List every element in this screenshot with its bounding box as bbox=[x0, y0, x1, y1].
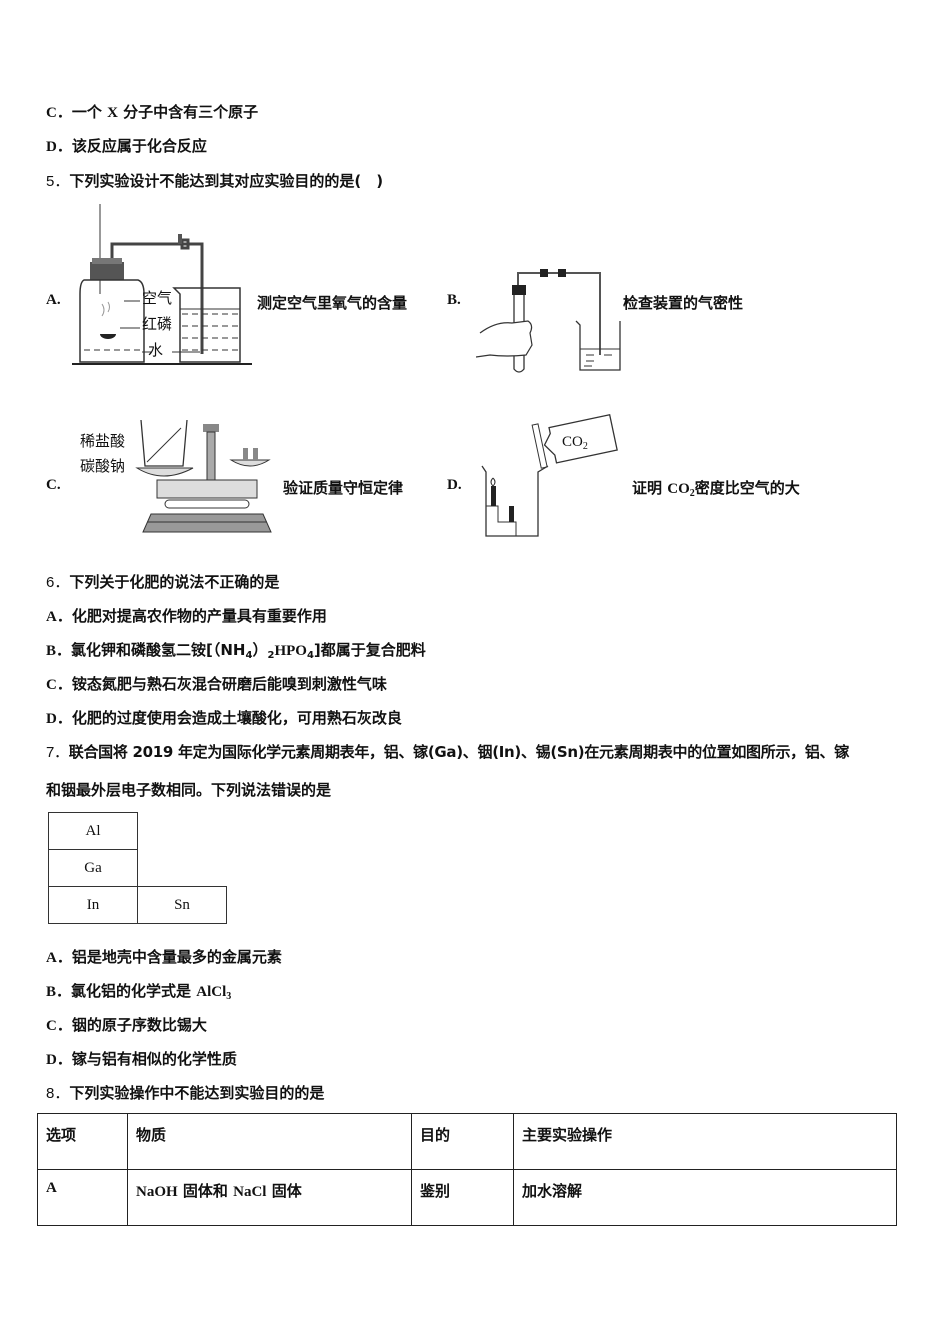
q7-option-c: C．铟的原子序数比锡大 bbox=[46, 1016, 207, 1034]
co2-bottle-label: CO2 bbox=[562, 434, 588, 452]
table-header-row: 选项 物质 目的 主要实验操作 bbox=[37, 1113, 897, 1170]
water-annotation: 水 bbox=[148, 341, 164, 359]
q5-fig-a-caption: 测定空气里氧气的含量 bbox=[257, 294, 408, 312]
q4-option-c: C．一个 X 分子中含有三个原子 bbox=[46, 103, 259, 121]
red-phosphorus-annotation: 红磷 bbox=[142, 315, 173, 333]
q6-stem: 6．下列关于化肥的说法不正确的是 bbox=[46, 573, 280, 591]
airtightness-check-illustration bbox=[476, 269, 621, 373]
air-annotation: 空气 bbox=[142, 289, 173, 307]
header-operation: 主要实验操作 bbox=[513, 1113, 897, 1170]
periodic-table-excerpt: Al Ga In Sn bbox=[48, 812, 227, 924]
element-cell: Al bbox=[48, 812, 138, 850]
element-cell: In bbox=[48, 886, 138, 924]
q7-option-a: A．铝是地壳中含量最多的金属元素 bbox=[46, 948, 282, 966]
q8-stem: 8．下列实验操作中不能达到实验目的的是 bbox=[46, 1084, 325, 1102]
q5-fig-c-label: C. bbox=[46, 477, 61, 493]
q6-option-c: C．铵态氮肥与熟石灰混合研磨后能嗅到刺激性气味 bbox=[46, 675, 387, 693]
q7-stem-line2: 和铟最外层电子数相同。下列说法错误的是 bbox=[46, 781, 332, 799]
q5-stem: 5．下列实验设计不能达到其对应实验目的的是( ) bbox=[46, 172, 384, 190]
q7-option-d: D．镓与铝有相似的化学性质 bbox=[46, 1050, 237, 1068]
element-cell: Sn bbox=[137, 886, 227, 924]
q6-option-b: B．氯化钾和磷酸氢二铵[（NH4）2HPO4]都属于复合肥料 bbox=[46, 641, 426, 661]
table-row: A NaOH 固体和 NaCl 固体 鉴别 加水溶解 bbox=[37, 1169, 897, 1226]
cell-purpose: 鉴别 bbox=[411, 1169, 514, 1226]
q5-fig-d-caption: 证明 CO2密度比空气的大 bbox=[632, 479, 800, 499]
experiment-table: 选项 物质 目的 主要实验操作 A NaOH 固体和 NaCl 固体 鉴别 加水… bbox=[37, 1113, 897, 1226]
q5-fig-c-caption: 验证质量守恒定律 bbox=[283, 479, 404, 497]
co2-candle-beaker-illustration bbox=[481, 414, 618, 537]
cell-option: A bbox=[37, 1169, 128, 1226]
header-substance: 物质 bbox=[127, 1113, 412, 1170]
header-option: 选项 bbox=[37, 1113, 128, 1170]
q6-option-d: D．化肥的过度使用会造成土壤酸化，可用熟石灰改良 bbox=[46, 709, 402, 727]
header-purpose: 目的 bbox=[411, 1113, 514, 1170]
dilute-hcl-annotation: 稀盐酸 bbox=[80, 432, 126, 450]
element-cell: Ga bbox=[48, 849, 138, 887]
empty-cell bbox=[138, 813, 227, 850]
q5-fig-b-caption: 检查装置的气密性 bbox=[623, 294, 744, 312]
q6-option-a: A．化肥对提高农作物的产量具有重要作用 bbox=[46, 607, 327, 625]
cell-substance: NaOH 固体和 NaCl 固体 bbox=[127, 1169, 412, 1226]
sodium-carbonate-annotation: 碳酸钠 bbox=[80, 457, 126, 475]
q7-option-b: B．氯化铝的化学式是 AlCl3 bbox=[46, 982, 232, 1002]
cell-operation: 加水溶解 bbox=[513, 1169, 897, 1226]
empty-cell bbox=[138, 850, 227, 887]
q5-fig-a-label: A. bbox=[46, 292, 61, 308]
q5-fig-b-label: B. bbox=[447, 292, 461, 308]
q7-stem-line1: 7．联合国将 2019 年定为国际化学元素周期表年，铝、镓(Ga)、铟(In)、… bbox=[46, 743, 849, 761]
q4-option-d: D．该反应属于化合反应 bbox=[46, 137, 207, 155]
air-oxygen-apparatus-illustration bbox=[72, 204, 252, 365]
balance-scale-illustration bbox=[135, 419, 272, 533]
q5-fig-d-label: D. bbox=[447, 477, 462, 493]
